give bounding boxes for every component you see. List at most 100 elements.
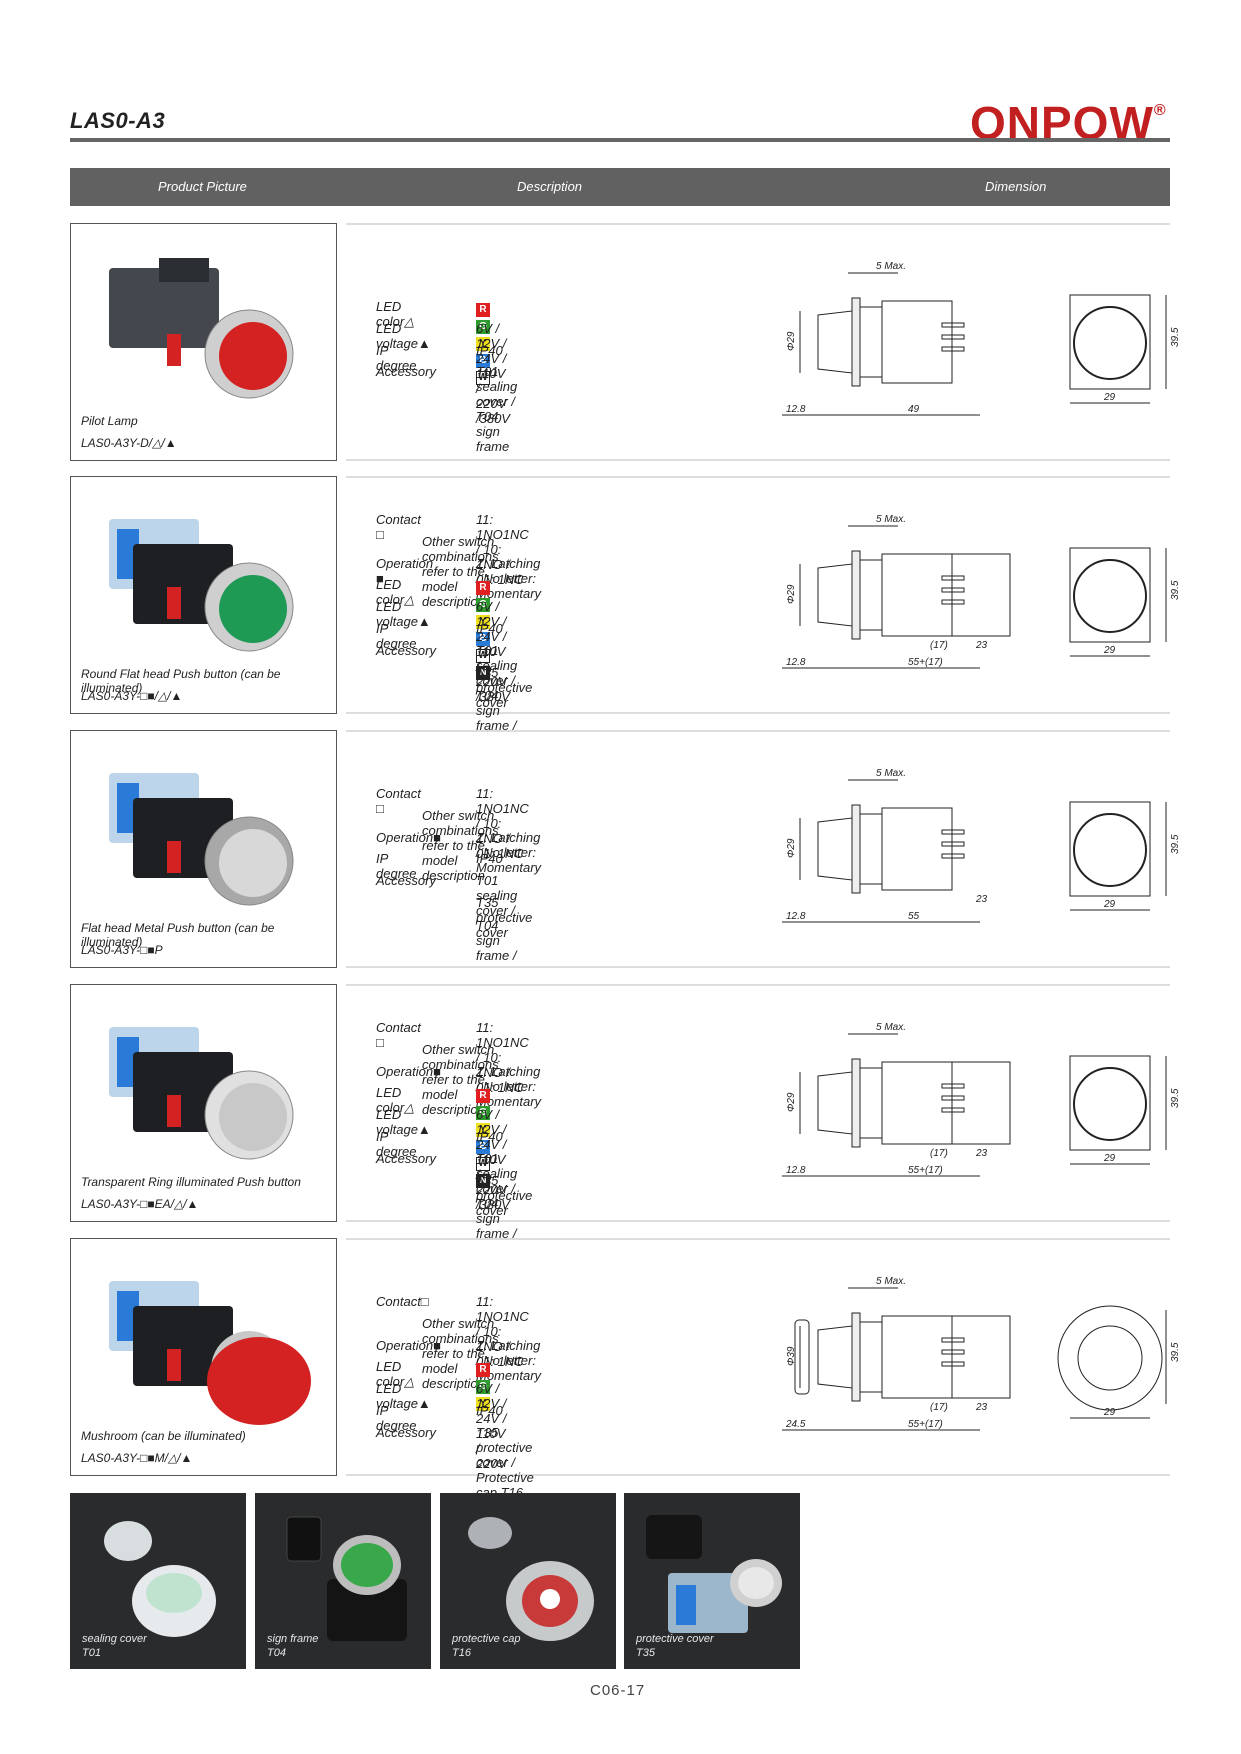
spec-label: LED color△ xyxy=(376,577,415,607)
led-chip-r: R xyxy=(476,303,490,317)
led-chip-b: B xyxy=(476,354,490,368)
spec-value: IP40 xyxy=(476,1129,503,1144)
spec-value: 6V / 12V / 24V / 110V / 220V /380V xyxy=(476,321,510,426)
led-chip-w: W xyxy=(476,1157,490,1171)
col-dimension: Dimension xyxy=(985,179,1047,194)
dim-17: (17) xyxy=(930,1148,948,1159)
front-frame xyxy=(1069,294,1151,390)
slot xyxy=(941,599,965,605)
slot xyxy=(941,1361,965,1367)
cap-face xyxy=(219,829,287,897)
dim-23: 23 xyxy=(975,640,988,651)
spec-value: IP40 xyxy=(476,621,503,636)
spec-value: T01 sealing cover / T04 sign frame xyxy=(476,364,518,454)
bushing xyxy=(859,1321,883,1393)
row-bottom-rule xyxy=(346,712,1170,714)
mushroom-outline xyxy=(794,1319,810,1395)
dim-width: 29 xyxy=(1103,899,1116,910)
product-picture-box: Flat head Metal Push button (can be illu… xyxy=(70,730,337,968)
product-code: LAS0-A3Y-D/△/▲ xyxy=(81,436,177,450)
spec-label: Accessory xyxy=(376,1425,436,1440)
led-chip-y: Y xyxy=(476,1397,490,1411)
red-latch xyxy=(167,1349,181,1381)
spec-value: T01 sealing cover / T04 sign frame / xyxy=(476,1151,518,1241)
led-chip-b: B xyxy=(476,1140,490,1154)
red-latch xyxy=(167,1095,181,1127)
spec-value: T35 protective cover xyxy=(476,665,533,710)
front-frame xyxy=(1069,547,1151,643)
dim-left: 12.8 xyxy=(786,404,806,415)
product-picture-box: Transparent Ring illuminated Push button… xyxy=(70,984,337,1222)
cap-open xyxy=(468,1517,512,1549)
registered-mark: ® xyxy=(1153,102,1167,119)
product-photo xyxy=(109,773,294,906)
dim-23: 23 xyxy=(975,1148,988,1159)
spec-value: Z: Latching / No letter: Momentary xyxy=(476,1064,542,1109)
front-face xyxy=(1073,813,1147,887)
spec-value: T01 sealing cover / T04 sign frame / xyxy=(476,643,518,733)
dim-max: 5 Max. xyxy=(876,514,906,525)
led-chip-b: B xyxy=(476,632,490,646)
product-photo xyxy=(109,258,294,399)
dim-max: 5 Max. xyxy=(876,1022,906,1033)
product-code: LAS0-A3Y-□■/△/▲ xyxy=(81,689,183,703)
spec-value: T01 sealing cover / T04 sign frame / xyxy=(476,873,518,963)
button-cap-outline xyxy=(817,1071,853,1135)
led-chip-r: R xyxy=(476,1363,490,1377)
led-color-chips: RGYBW xyxy=(476,300,493,385)
spec-label: Operation■ xyxy=(376,1338,441,1353)
dim-left: 12.8 xyxy=(786,1165,806,1176)
col-product-picture: Product Picture xyxy=(158,179,247,194)
sealing-cap-small xyxy=(104,1521,152,1561)
accessory-art xyxy=(286,1516,407,1641)
dim-length: 55+(17) xyxy=(908,1419,943,1430)
spec-label: Accessory xyxy=(376,364,436,379)
body-outline xyxy=(881,553,953,637)
sign-frame-small xyxy=(286,1516,322,1562)
spec-label: LED voltage▲ xyxy=(376,1107,431,1137)
spec-label: Operation■ xyxy=(376,1064,441,1079)
product-code: LAS0-A3Y-□■M/△/▲ xyxy=(81,1451,193,1465)
product-caption: Transparent Ring illuminated Push button xyxy=(81,1175,301,1189)
dim-max: 5 Max. xyxy=(876,261,906,272)
accessory-code: T35 xyxy=(636,1647,655,1659)
row-top-rule xyxy=(346,984,1170,986)
body-outline xyxy=(881,1061,953,1145)
accessory-name: protective cap xyxy=(452,1633,521,1645)
product-code: LAS0-A3Y-□■P xyxy=(81,943,163,957)
spec-value: T35 protective cover / Protective cap T1… xyxy=(476,1425,534,1500)
spec-value: Z: Latching / No letter: Momentary xyxy=(476,830,542,875)
accessory-art xyxy=(646,1515,782,1633)
product-base xyxy=(109,268,219,348)
led-chip-y: Y xyxy=(476,337,490,351)
red-latch xyxy=(167,587,181,619)
accessory-art xyxy=(468,1517,594,1641)
dim-length: 49 xyxy=(908,404,920,415)
sign-frame-base xyxy=(327,1579,407,1641)
button-face xyxy=(738,1567,774,1599)
spec-label: IP degree xyxy=(376,1129,417,1159)
spec-label: LED color△ xyxy=(376,1359,415,1389)
front-mushroom xyxy=(1057,1305,1163,1411)
dim-width: 29 xyxy=(1103,392,1116,403)
spec-label: Contact □ xyxy=(376,512,421,542)
row-top-rule xyxy=(346,1238,1170,1240)
slot xyxy=(941,1349,965,1355)
panel-nut xyxy=(851,297,861,387)
dim-diameter: Φ39 xyxy=(786,1346,797,1366)
panel-nut xyxy=(851,804,861,894)
spec-label: LED voltage▲ xyxy=(376,599,431,629)
dim-length: 55+(17) xyxy=(908,657,943,668)
accessory-code: T04 xyxy=(267,1647,286,1659)
spec-label: Contact □ xyxy=(376,786,421,816)
led-color-chips: RGY xyxy=(476,1360,493,1411)
dim-max: 5 Max. xyxy=(876,768,906,779)
product-caption: Round Flat head Push button (can be illu… xyxy=(81,667,281,695)
panel-nut xyxy=(851,1058,861,1148)
bushing xyxy=(859,306,883,378)
